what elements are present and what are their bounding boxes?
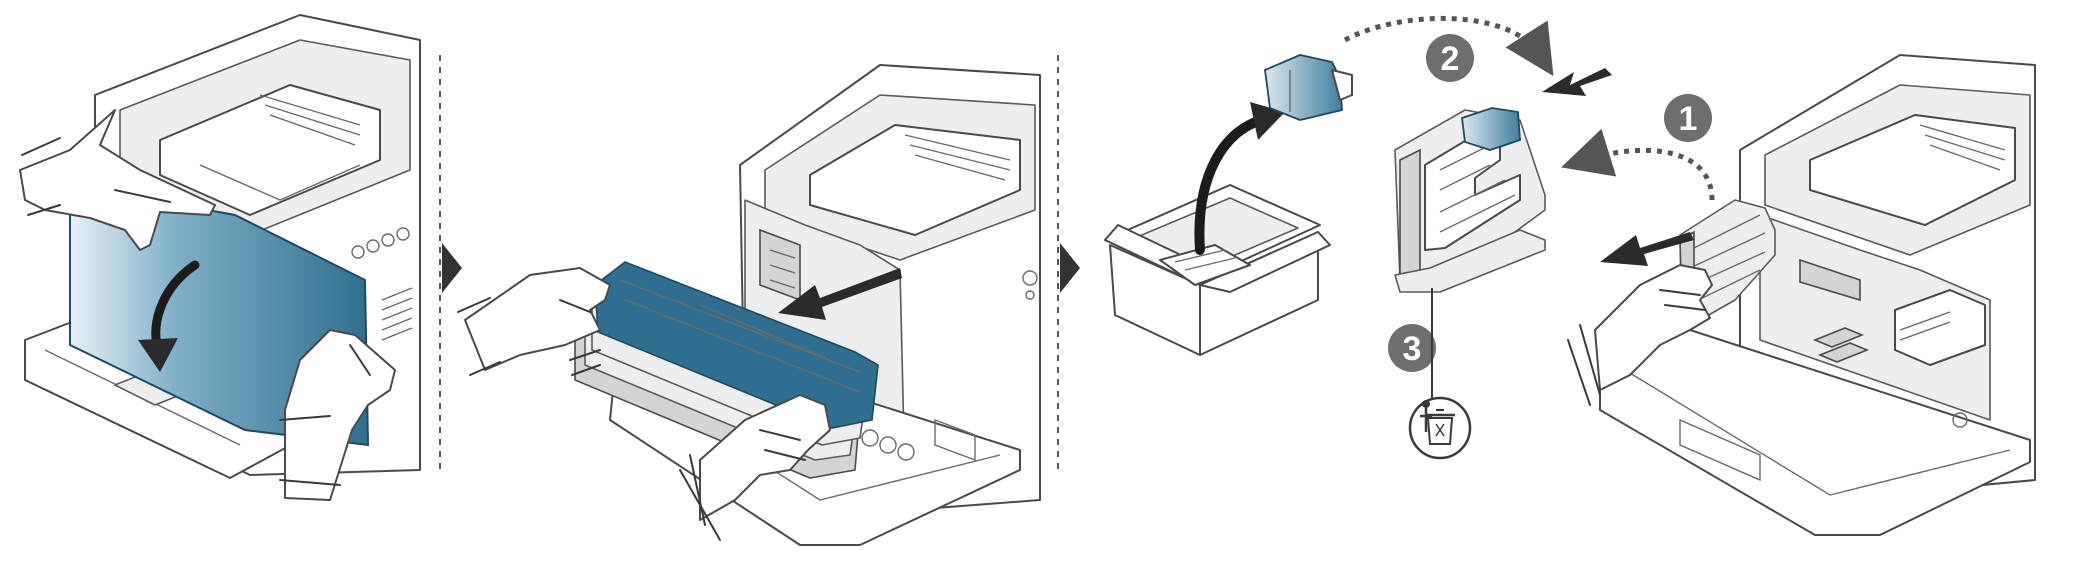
panel-3-replace-waste-toner: 2 3: [1104, 15, 2036, 536]
waste-cap-part: [1264, 54, 1353, 121]
printer-body: [1599, 54, 2036, 536]
step-number: 2: [1441, 40, 1460, 78]
step-badge-2: 2: [1426, 34, 1474, 82]
arrow-head-icon: [1250, 102, 1285, 140]
hand-icon: [679, 394, 831, 541]
step-number: 3: [1403, 330, 1422, 368]
hand-icon: [19, 109, 216, 251]
curved-up-arrow-icon: [1194, 115, 1267, 255]
box-icon: [1104, 184, 1331, 356]
hand-icon: [279, 329, 396, 501]
hand-icon: [1567, 264, 1713, 406]
step-badge-3: 3: [1388, 324, 1436, 372]
chevron-right-icon: [1060, 243, 1080, 293]
pull-out-arrow-icon: [1600, 232, 1694, 266]
step-number: 1: [1679, 100, 1698, 138]
dashed-arrow-icon: [1561, 128, 1715, 201]
recycle-bin-icon: [1408, 396, 1472, 460]
dashed-arrow-icon: [1343, 15, 1554, 77]
chevron-right-icon: [442, 243, 462, 293]
hand-icon: [457, 267, 611, 376]
panel-2-remove-toner-tray: [457, 64, 1041, 546]
panel-1-open-front-cover: [19, 14, 421, 501]
arrow-head-icon: [138, 338, 178, 372]
insert-arrow-icon: [1542, 68, 1612, 96]
step-badge-1: 1: [1664, 94, 1712, 142]
pull-out-arrow-icon: [778, 268, 902, 320]
waste-toner-container: [1394, 107, 1546, 293]
